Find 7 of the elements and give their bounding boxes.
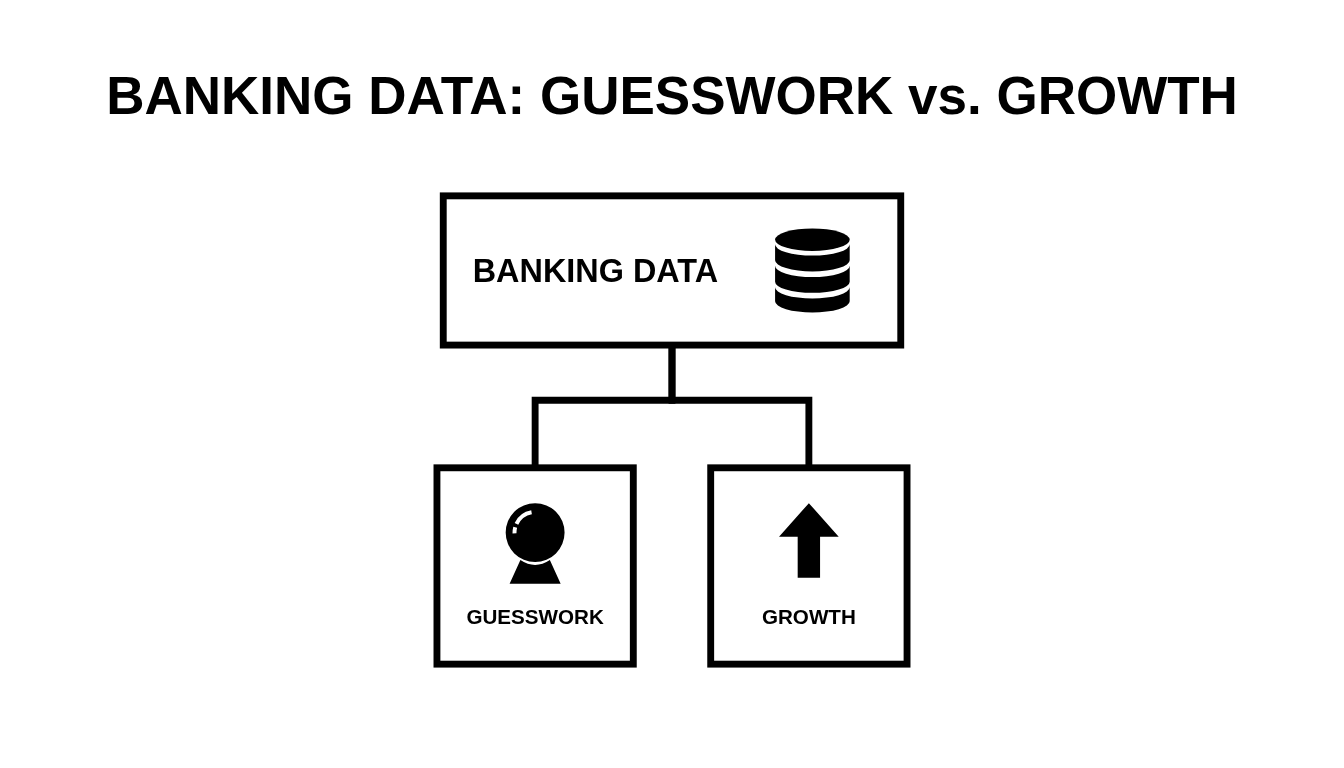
process-box: [439, 192, 905, 349]
box-label: GROWTH: [761, 604, 856, 630]
process-box: [433, 464, 637, 668]
diagram-title: BANKING DATA: GUESSWORK vs. GROWTH: [106, 66, 1238, 127]
box-label: BANKING DATA: [472, 251, 719, 291]
box-label: GUESSWORK: [466, 604, 604, 630]
process-box: [707, 464, 911, 668]
